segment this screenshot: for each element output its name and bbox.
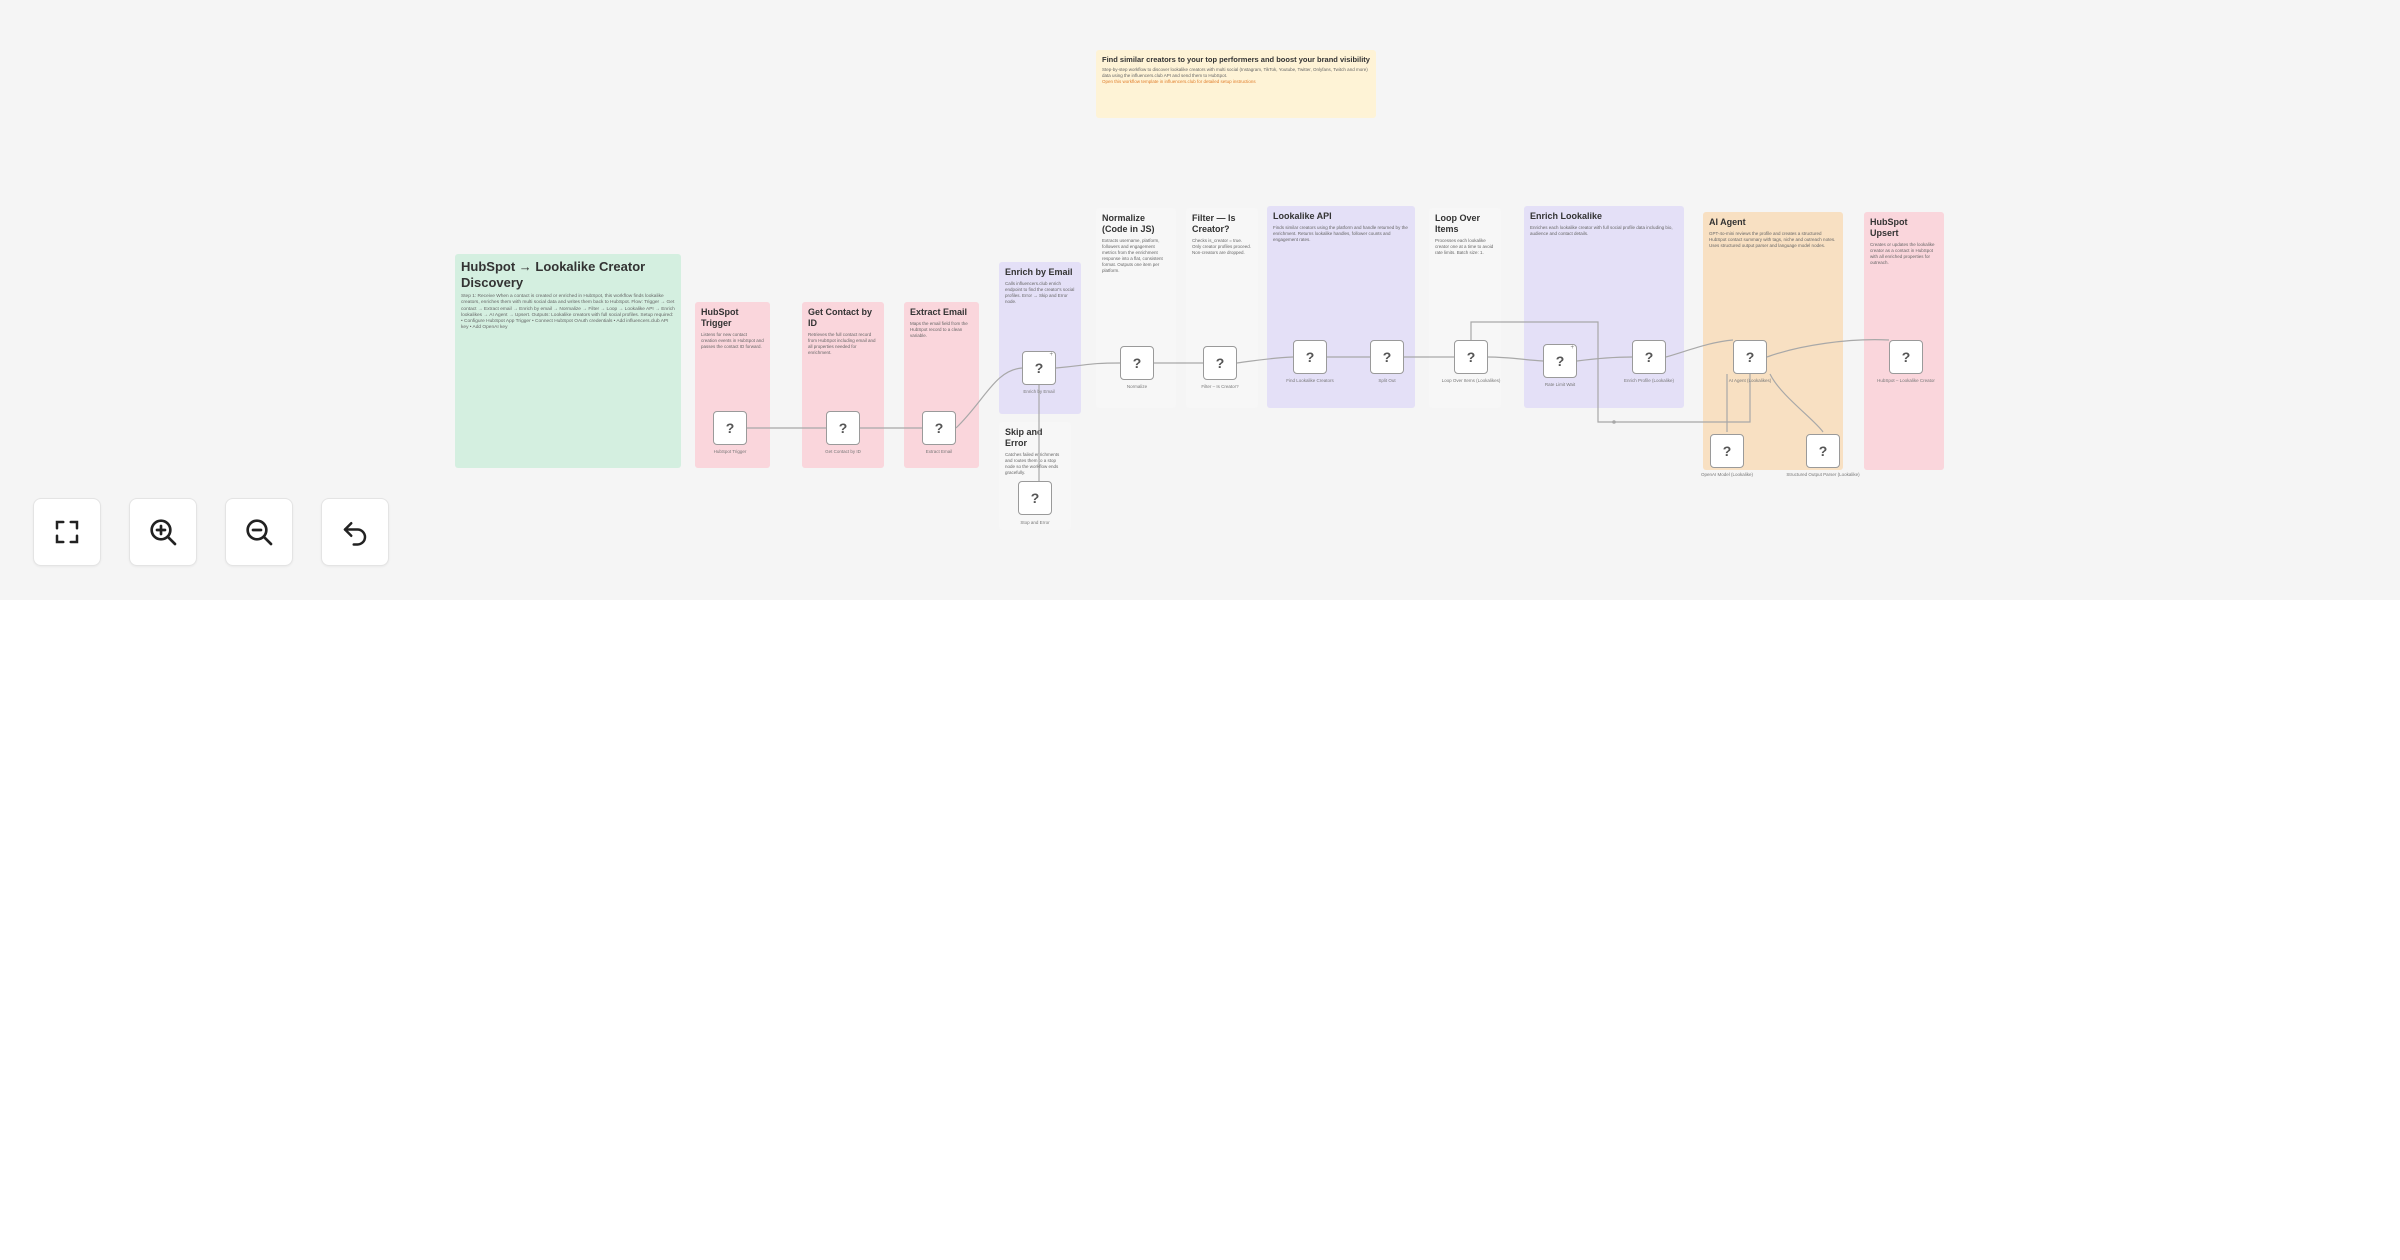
fit-view-button[interactable] bbox=[33, 498, 101, 566]
node-label: Find Lookalike Creators bbox=[1286, 378, 1334, 383]
node-split-out[interactable]: ? bbox=[1370, 340, 1404, 374]
node-label: AI Agent (Lookalikes) bbox=[1728, 378, 1772, 383]
filter-title: Filter — Is Creator? bbox=[1192, 213, 1236, 234]
sticky-note-intro[interactable]: Find similar creators to your top perfor… bbox=[1096, 50, 1376, 118]
node-glyph: ? bbox=[1305, 349, 1315, 365]
extract-email-title: Extract Email bbox=[910, 307, 968, 317]
hubspot-trigger-body: Listens for new contact creation events … bbox=[701, 332, 764, 349]
node-glyph: ? bbox=[1818, 443, 1828, 459]
hubspot-upsert-title: HubSpot Upsert bbox=[1870, 217, 1908, 238]
connection-lines bbox=[747, 321, 1890, 481]
enrich-lookalike-title: Enrich Lookalike bbox=[1530, 211, 1603, 221]
hubspot-upsert-body: Creates or updates the lookalike creator… bbox=[1870, 242, 1935, 265]
node-glyph: ? bbox=[934, 420, 944, 436]
normalize-body: Extracts username, platform, followers a… bbox=[1102, 238, 1163, 273]
lookalike-body: Finds similar creators using the platfor… bbox=[1273, 225, 1408, 242]
node-find-lookalike[interactable]: ? bbox=[1293, 340, 1327, 374]
node-loop[interactable]: ? bbox=[1454, 340, 1488, 374]
sticky-lookalike[interactable]: Lookalike API Finds similar creators usi… bbox=[1267, 206, 1415, 408]
intro-body: Step-by-step workflow to discover lookal… bbox=[1102, 67, 1368, 78]
enrich-email-title: Enrich by Email bbox=[1005, 267, 1073, 277]
node-glyph: ? bbox=[1132, 355, 1142, 371]
intro-title: Find similar creators to your top perfor… bbox=[1102, 55, 1370, 64]
zoom-in-button[interactable] bbox=[129, 498, 197, 566]
node-filter[interactable]: ? bbox=[1203, 346, 1237, 380]
sticky-loop[interactable]: Loop Over Items Processes each lookalike… bbox=[1429, 208, 1501, 408]
node-rate-wait[interactable]: ?+ bbox=[1543, 344, 1577, 378]
node-glyph: ? bbox=[1722, 443, 1732, 459]
normalize-title: Normalize (Code in JS) bbox=[1102, 213, 1155, 234]
zoom-in-icon bbox=[150, 519, 177, 546]
enrich-lookalike-body: Enriches each lookalike creator with ful… bbox=[1530, 225, 1673, 236]
node-glyph: ? bbox=[1215, 355, 1225, 371]
fullscreen-icon bbox=[55, 520, 79, 544]
zoom-out-icon bbox=[246, 519, 273, 546]
node-glyph: ? bbox=[1382, 349, 1392, 365]
enrich-email-body: Calls influencers.club enrich endpoint t… bbox=[1005, 281, 1075, 304]
node-glyph: ? bbox=[1745, 349, 1755, 365]
workflow-canvas[interactable]: Find similar creators to your top perfor… bbox=[0, 0, 2400, 600]
node-glyph: ? bbox=[1466, 349, 1476, 365]
node-enrich-email[interactable]: ?+ bbox=[1022, 351, 1056, 385]
node-label: Enrich Profile (Lookalike) bbox=[1623, 378, 1675, 383]
node-label: Enrich by Email bbox=[1023, 389, 1055, 394]
main-title: HubSpot → Lookalike Creator Discovery bbox=[461, 259, 646, 290]
skip-error-title: Skip and Error bbox=[1005, 427, 1043, 448]
node-label: Filter – Is Creator? bbox=[1201, 384, 1239, 389]
node-label: Loop Over Items (Lookalikes) bbox=[1441, 378, 1501, 383]
node-hubspot-upsert[interactable]: ? bbox=[1889, 340, 1923, 374]
node-label: HubSpot – Lookalike Creator bbox=[1877, 378, 1935, 383]
node-output-parser[interactable]: ? bbox=[1806, 434, 1840, 468]
zoom-out-button[interactable] bbox=[225, 498, 293, 566]
node-stop-error[interactable]: ? bbox=[1018, 481, 1052, 515]
node-label: OpenAI Model (Lookalike) bbox=[1700, 472, 1754, 477]
node-openai-model[interactable]: ? bbox=[1710, 434, 1744, 468]
node-extract-email[interactable]: ? bbox=[922, 411, 956, 445]
node-label: Get Contact by ID bbox=[825, 449, 861, 454]
node-label: Split Out bbox=[1378, 378, 1396, 383]
node-label: HubSpot Trigger bbox=[713, 449, 747, 454]
ai-agent-body: GPT-4o-mini reviews the profile and crea… bbox=[1709, 231, 1836, 248]
intro-link[interactable]: Open this workflow template in influence… bbox=[1102, 79, 1256, 84]
undo-button[interactable] bbox=[321, 498, 389, 566]
node-normalize[interactable]: ? bbox=[1120, 346, 1154, 380]
sticky-main[interactable]: HubSpot → Lookalike Creator Discovery St… bbox=[455, 254, 681, 468]
hubspot-trigger-title: HubSpot Trigger bbox=[701, 307, 739, 328]
node-label: Structured Output Parser (Lookalike) bbox=[1786, 472, 1860, 477]
node-label: Stop and Error bbox=[1020, 520, 1050, 525]
node-hubspot-trigger[interactable]: ? bbox=[713, 411, 747, 445]
sticky-get-contact[interactable]: Get Contact by ID Retrieves the full con… bbox=[802, 302, 884, 468]
node-ai-agent[interactable]: ? bbox=[1733, 340, 1767, 374]
sticky-enrich-email[interactable]: Enrich by Email Calls influencers.club e… bbox=[999, 262, 1081, 414]
undo-icon bbox=[343, 522, 367, 546]
node-get-contact[interactable]: ? bbox=[826, 411, 860, 445]
loop-title: Loop Over Items bbox=[1435, 213, 1481, 234]
extract-email-body: Maps the email field from the HubSpot re… bbox=[910, 321, 968, 338]
loop-body: Processes each lookalike creator one at … bbox=[1435, 238, 1494, 255]
node-glyph: ? bbox=[1644, 349, 1654, 365]
skip-error-body: Catches failed enrichments and routes th… bbox=[1005, 452, 1060, 475]
node-glyph: ? bbox=[1555, 353, 1565, 369]
node-glyph: ? bbox=[838, 420, 848, 436]
node-glyph: ? bbox=[1901, 349, 1911, 365]
node-label: Rate Limit Wait bbox=[1544, 382, 1576, 387]
filter-body: Checks is_creator = true. Only creator p… bbox=[1192, 238, 1252, 255]
lookalike-title: Lookalike API bbox=[1273, 211, 1332, 221]
node-glyph: ? bbox=[1030, 490, 1040, 506]
node-enrich-lookalike[interactable]: ? bbox=[1632, 340, 1666, 374]
main-body: Step 1: Receive When a contact is create… bbox=[461, 294, 675, 331]
node-glyph: ? bbox=[1034, 360, 1044, 376]
get-contact-title: Get Contact by ID bbox=[808, 307, 873, 328]
ai-agent-title: AI Agent bbox=[1709, 217, 1746, 227]
get-contact-body: Retrieves the full contact record from H… bbox=[808, 332, 876, 355]
node-label: Extract Email bbox=[925, 449, 953, 454]
node-label: Normalize bbox=[1126, 384, 1148, 389]
node-glyph: ? bbox=[725, 420, 735, 436]
